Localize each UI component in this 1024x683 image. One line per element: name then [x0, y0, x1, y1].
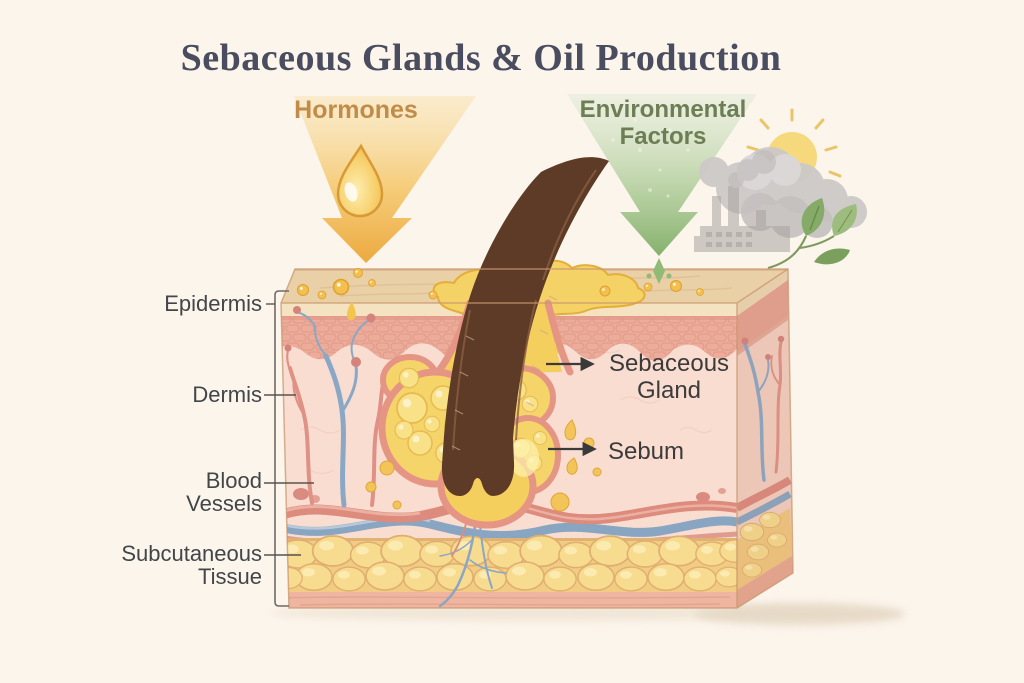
label-sebaceous-line1: Sebaceous: [608, 350, 730, 377]
base-layer: [281, 592, 737, 608]
ground-shadow: [270, 603, 905, 625]
feature-arrows: [546, 356, 597, 457]
side-vessel-tree: [741, 335, 785, 482]
label-dermis: Dermis: [192, 382, 262, 407]
hormones-label: Hormones: [294, 96, 418, 124]
environmental-factors-line1: Environmental: [579, 96, 747, 123]
block-outline: [280, 268, 794, 609]
label-blood-vessels-line1: Blood: [205, 468, 262, 493]
oil-droplet-icon: [336, 143, 384, 218]
skin-block-side-face: [735, 269, 793, 608]
environment-splash: [646, 258, 672, 284]
leaves-icon: [767, 198, 857, 270]
sebum-droplets: [365, 419, 602, 512]
hair-shaft: [441, 157, 609, 496]
label-sebaceous-line2: Gland: [636, 377, 702, 404]
label-blood-vessels: Blood Vessels: [186, 469, 262, 515]
label-subcutaneous-line1: Subcutaneous: [121, 541, 262, 566]
page-title: Sebaceous Glands & Oil Production: [180, 37, 782, 79]
environmental-arrow: [567, 94, 757, 256]
label-subcutaneous-tissue: Subcutaneous Tissue: [121, 542, 262, 588]
subcutaneous-fat-layer: [281, 534, 737, 592]
environmental-factors-label: Environmental Factors: [580, 96, 747, 150]
label-sebum: Sebum: [607, 438, 685, 465]
label-sebaceous-gland: Sebaceous Gland: [604, 350, 734, 404]
factory-icon: [694, 150, 790, 252]
label-bracket: [264, 290, 314, 607]
hormones-arrow: [294, 96, 476, 263]
dermis-texture: [299, 349, 713, 475]
label-subcutaneous-line2: Tissue: [198, 564, 262, 589]
label-blood-vessels-line2: Vessels: [186, 491, 262, 516]
environmental-factors-line2: Factors: [619, 123, 707, 150]
surface-oil-droplets: [296, 268, 704, 321]
label-epidermis: Epidermis: [164, 291, 262, 316]
skin-block: [280, 157, 794, 609]
sebaceous-gland-complex: [365, 157, 646, 529]
hair-cuticle-marks: [451, 295, 558, 451]
hair-highlights: [452, 169, 597, 451]
